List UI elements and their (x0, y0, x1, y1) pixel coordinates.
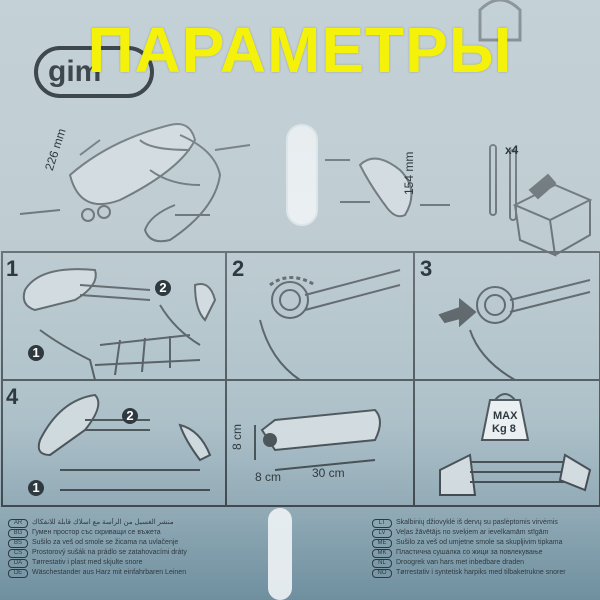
lang-code: NO (372, 569, 392, 578)
max-load-line2: Kg 8 (492, 423, 516, 435)
marker-2b: 2 (122, 408, 138, 424)
lang-text: Tørrestativ i plast med skjulte snore (32, 559, 143, 566)
dim-width: 30 cm (312, 466, 345, 480)
lang-code: ME (372, 539, 392, 548)
lang-code: MK (372, 549, 392, 558)
lang-row: BS Sušilo za veš od smole se žicama na uv… (8, 538, 258, 548)
lang-row: LT Skalbinių džiovyklė iš dervų su paslėp… (372, 518, 597, 528)
lang-text: Пластична сушалка со жици за повлекување (396, 549, 543, 556)
lang-code: BG (8, 529, 28, 538)
languages-right: LT Skalbinių džiovyklė iš dervų su paslėp… (372, 518, 597, 578)
step-1-number: 1 (6, 256, 19, 281)
lang-row: AR منشر الغسيل من الرأسة مع اسلاك قابلة ل… (8, 518, 258, 528)
marker-2: 2 (155, 280, 171, 296)
dim-length-small: 154 mm (402, 151, 416, 195)
lang-text: Droogrek van hars met inbedbare draden (396, 559, 525, 566)
brand-logo-text: gim (48, 55, 102, 88)
lang-code: BS (8, 539, 28, 548)
marker-1: 1 (28, 345, 44, 361)
lang-row: NL Droogrek van hars met inbedbare draden (372, 558, 597, 568)
lang-code: AR (8, 519, 28, 528)
lang-text: Tørrestativ i syntetisk harpiks med tilb… (396, 569, 566, 576)
lang-text: Sušilo za veš od umjetne smole sa skuplj… (396, 539, 563, 546)
lang-text: Prostorový sušák na prádlo se zatahovací… (32, 549, 187, 556)
step-2-number: 2 (232, 256, 245, 281)
step-3-number: 3 (420, 256, 433, 281)
marker-1b: 1 (28, 480, 44, 496)
lang-row: DA Tørrestativ i plast med skjulte snore (8, 558, 258, 568)
screws-count: x4 (505, 143, 519, 157)
lang-row: LV Veļas žāvētājs no sveķiem ar ievelkamā… (372, 528, 597, 538)
lang-text: Veļas žāvētājs no sveķiem ar ievelkamām … (396, 529, 549, 536)
lang-code: CS (8, 549, 28, 558)
lang-text: Sušilo za veš od smole se žicama na uvla… (32, 539, 179, 546)
step-4-number: 4 (6, 384, 19, 409)
lang-text: منشر الغسيل من الرأسة مع اسلاك قابلة للا… (32, 519, 174, 526)
lang-row: MK Пластична сушалка со жици за повлекува… (372, 548, 597, 558)
overlay-title: ПАРАМЕТРЫ (87, 14, 513, 86)
lang-text: Гумен простор със скриващи се въжета (32, 529, 161, 536)
lang-text: Skalbinių džiovyklė iš dervų su paslėpto… (396, 519, 558, 526)
lang-row: CS Prostorový sušák na prádlo se zatahova… (8, 548, 258, 558)
lang-code: LT (372, 519, 392, 528)
lang-code: DE (8, 569, 28, 578)
lang-row: DE Wäschestander aus Harz mit einfahrbare… (8, 568, 258, 578)
lang-text: Wäschestander aus Harz mit einfahrbaren … (32, 569, 187, 576)
brand-logo: gim (34, 46, 154, 98)
lang-code: LV (372, 529, 392, 538)
lang-row: NO Tørrestativ i syntetisk harpiks med ti… (372, 568, 597, 578)
dim-height: 8 cm (230, 423, 244, 450)
lang-code: DA (8, 559, 28, 568)
lang-row: BG Гумен простор със скриващи се въжета (8, 528, 258, 538)
lang-code: NL (372, 559, 392, 568)
dim-depth: 8 cm (255, 470, 282, 484)
lang-row: ME Sušilo za veš od umjetne smole sa skup… (372, 538, 597, 548)
languages-left: AR منشر الغسيل من الرأسة مع اسلاك قابلة ل… (8, 518, 258, 578)
max-load-line1: MAX (493, 410, 518, 422)
